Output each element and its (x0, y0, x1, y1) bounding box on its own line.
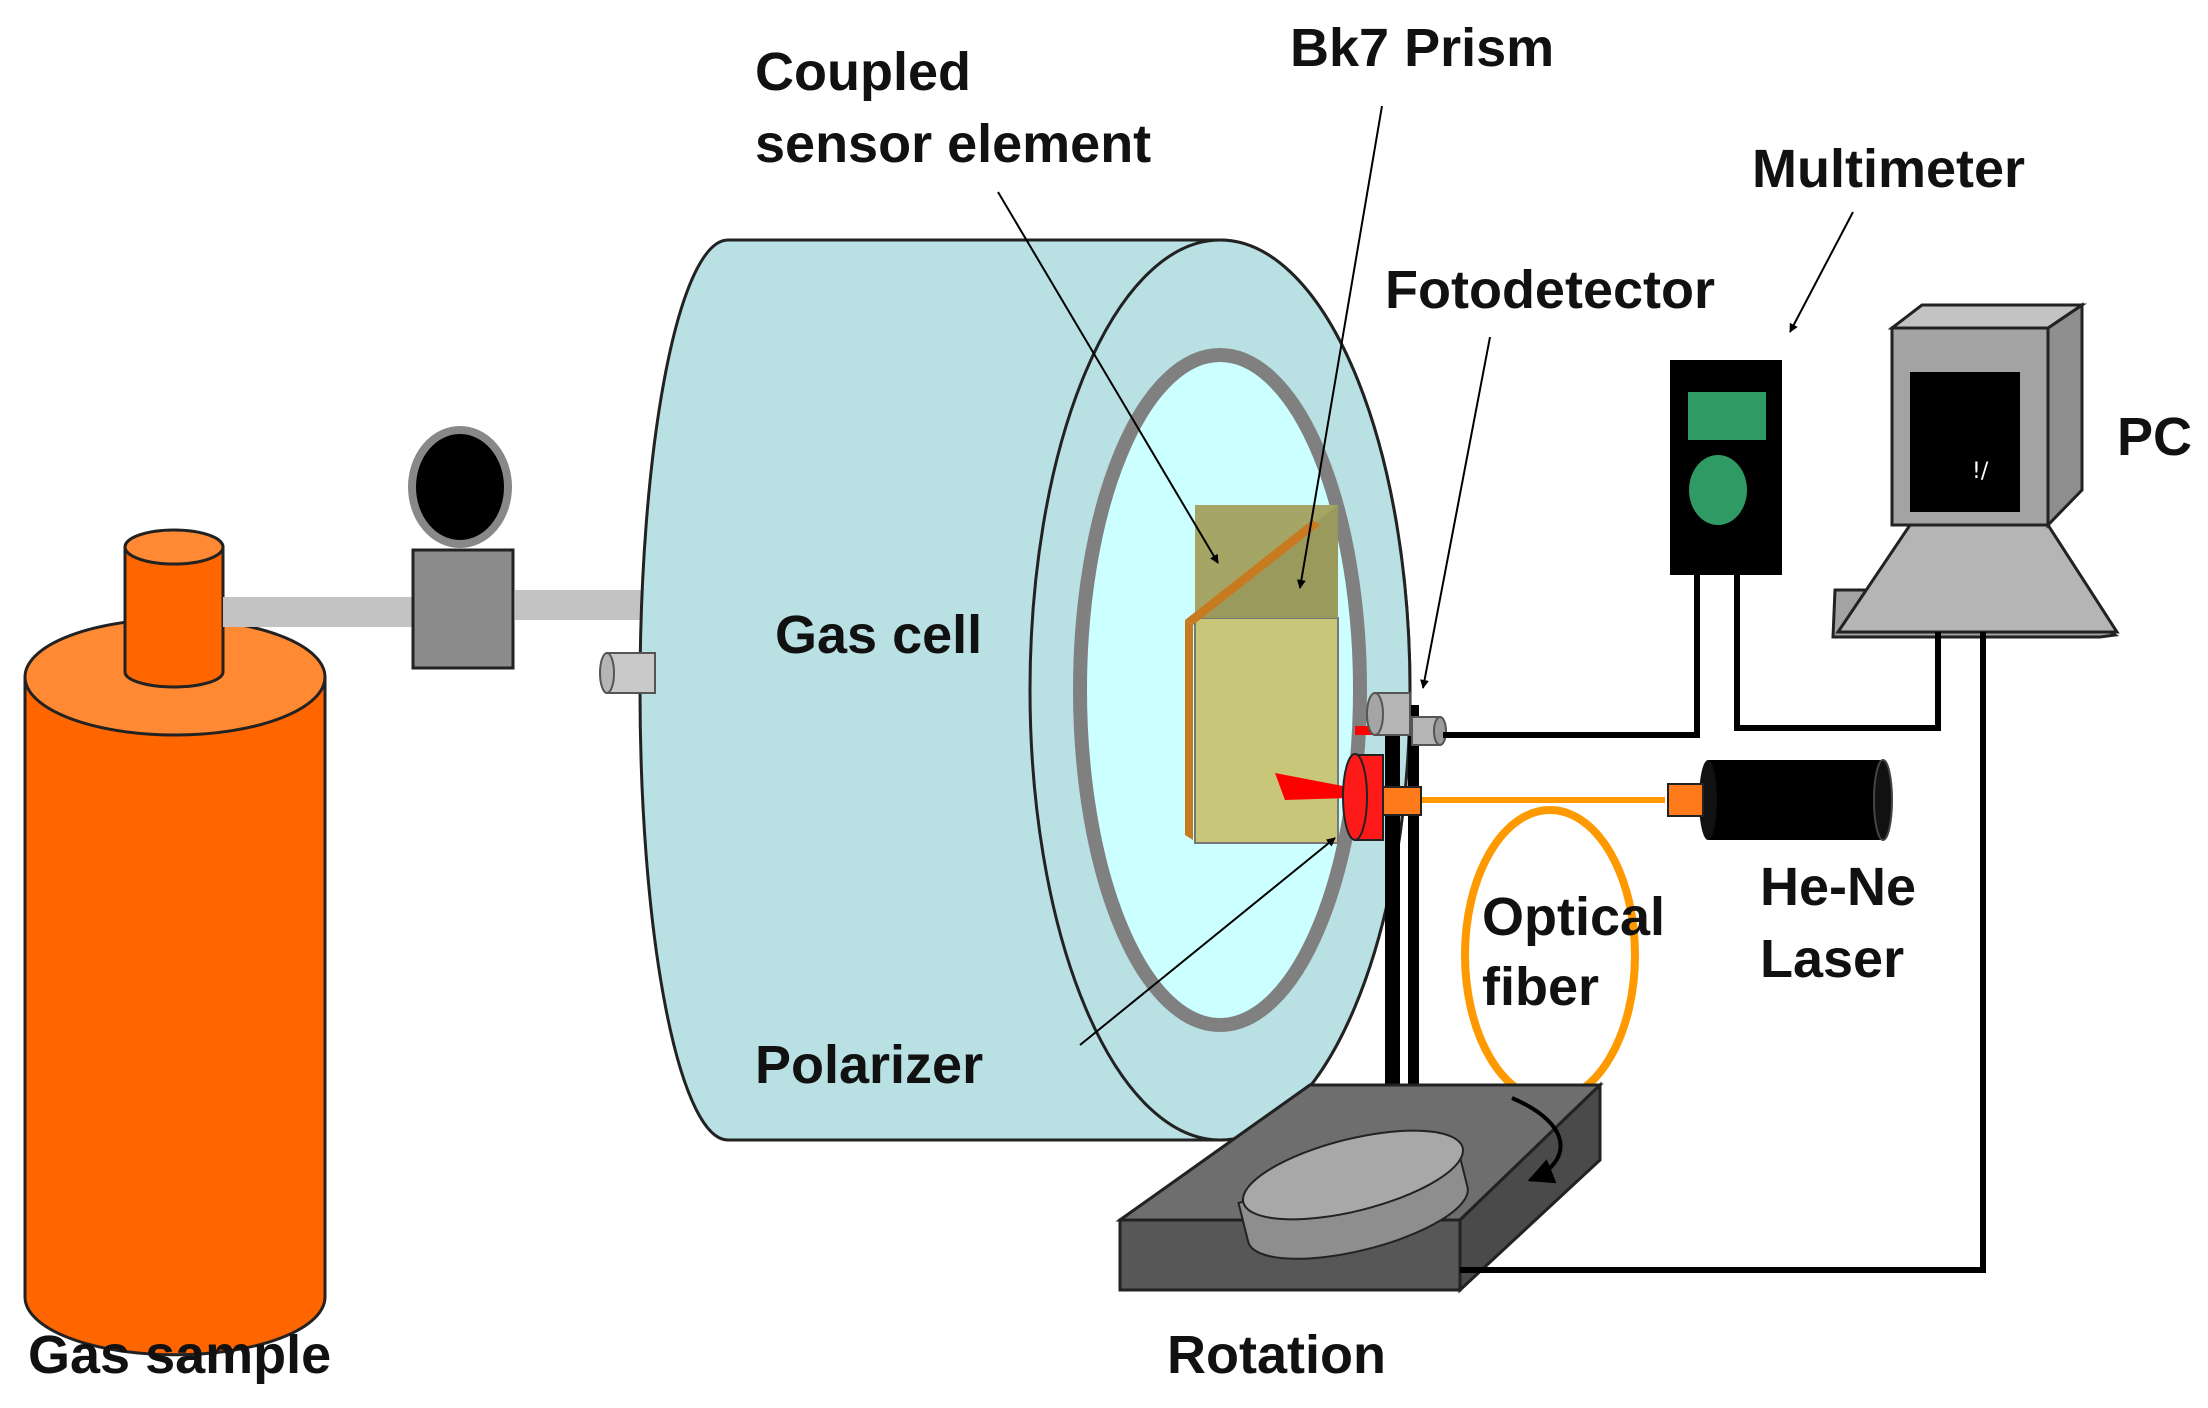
label-laser-line1: He-Ne (1760, 857, 1916, 917)
multimeter (1670, 360, 1782, 575)
personal-computer: !/ (1831, 302, 2120, 639)
label-pc: PC (2117, 407, 2192, 467)
label-rotation: Rotation (1167, 1325, 1386, 1385)
polarizer (1342, 753, 1384, 841)
pc-screen-glyph: !/ (1972, 459, 1989, 484)
pressure-regulator (408, 426, 515, 670)
fiber-connector-left (1382, 786, 1422, 816)
gas-pipe (223, 590, 650, 627)
label-bk7-prism: Bk7 Prism (1290, 18, 1554, 78)
he-ne-laser (1667, 759, 1893, 841)
gas-sample-cylinder (23, 528, 327, 1357)
laser-beam (1275, 773, 1348, 800)
label-gas-cell: Gas cell (775, 605, 982, 665)
signal-cables (1443, 575, 1986, 1273)
label-coupled-line1: Coupled (755, 42, 971, 102)
mount-posts (1385, 705, 1419, 1160)
label-laser-line2: Laser (1760, 929, 1904, 989)
label-polarizer: Polarizer (755, 1035, 983, 1095)
photodetector (1366, 692, 1447, 746)
rotation-stage (1115, 1081, 1604, 1294)
label-fotodetector: Fotodetector (1385, 260, 1715, 320)
coupled-sensor-film (1185, 520, 1320, 840)
optical-fiber (1420, 797, 1665, 1104)
label-coupled-line2: sensor element (755, 114, 1151, 174)
label-optical-line2: fiber (1482, 957, 1599, 1017)
label-optical-line1: Optical (1482, 887, 1665, 947)
leader-lines (997, 105, 1854, 1046)
gas-inlet-nozzle (599, 652, 656, 694)
label-multimeter: Multimeter (1752, 139, 2025, 199)
red-marker (1355, 726, 1380, 735)
label-gas-sample: Gas sample (28, 1325, 331, 1385)
